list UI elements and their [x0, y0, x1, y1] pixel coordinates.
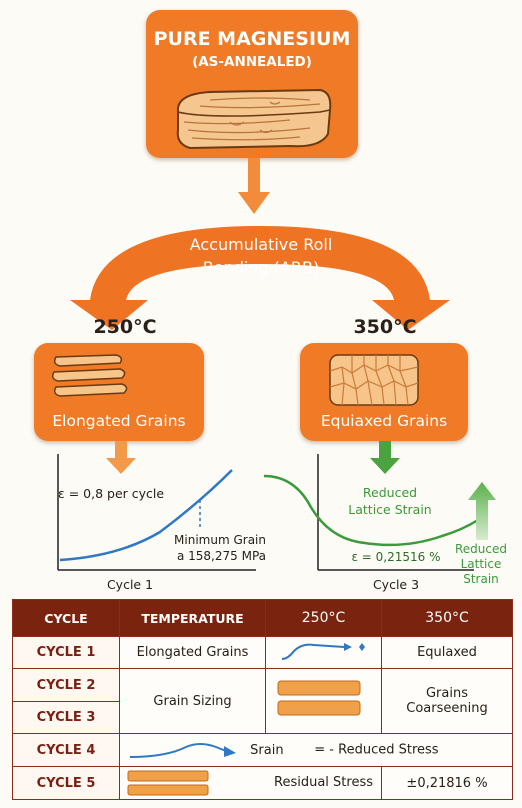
left-strain-plot [57, 454, 256, 571]
down-arrow-icon [238, 158, 270, 214]
row2-350-line1: Grains [425, 686, 468, 701]
blue-wave-arrow-icon [129, 743, 236, 758]
elongated-layers-icon [51, 354, 128, 397]
blue-curve-arrow-icon [281, 642, 365, 660]
right-strain-plot [263, 454, 479, 571]
elongated-grains-box: Elongated Grains [34, 343, 204, 441]
row3-strain: Srain [250, 742, 284, 758]
row4-value: ±0,21816 % [381, 766, 513, 800]
cycle-5-label: CYCLE 5 [12, 766, 120, 800]
table-row: CYCLE 4 Srain = - Reduced Stress [12, 733, 513, 767]
row2-250-bars [265, 668, 382, 734]
summary-table: CYCLE TEMPERATURE 250°C 350°C CYCLE 1 El… [12, 599, 513, 800]
min-grain-line1: Minimum Grain [174, 533, 266, 547]
top-box-subtitle: (AS-ANNEALED) [192, 54, 312, 70]
elongated-grains-label: Elongated Grains [52, 412, 186, 430]
side-reduced-line2: Lattice [460, 557, 502, 571]
reduced-strain-line1: Reduced [362, 485, 418, 500]
temp-350-label: 350°C [353, 316, 417, 338]
row1-350: Equlaxed [381, 636, 513, 669]
arb-split-arrow [70, 226, 450, 330]
row4-residual: Residual Stress [274, 775, 373, 790]
header-cycle: CYCLE [12, 599, 120, 637]
table-header-row: CYCLE TEMPERATURE 250°C 350°C [12, 599, 513, 637]
cycle-4-label: CYCLE 4 [12, 733, 120, 767]
left-x-label: Cycle 1 [106, 577, 154, 592]
equiaxed-grains-label: Equiaxed Grains [320, 412, 448, 430]
cycle-1-label: CYCLE 1 [12, 636, 120, 669]
orange-bars-icon [277, 680, 360, 716]
min-grain-line2: a 158,275 MPa [176, 549, 266, 563]
reduced-strain-line2: Lattice Strain [348, 502, 432, 517]
side-reduced-line3: Strain [463, 572, 499, 586]
right-x-label: Cycle 3 [372, 577, 420, 592]
equiaxed-grains-box: Equiaxed Grains [300, 343, 468, 441]
right-down-arrow-icon [370, 441, 400, 474]
cycle-3-label: CYCLE 3 [12, 701, 120, 734]
pure-magnesium-box: PURE MAGNESIUM (AS-ANNEALED) [146, 10, 358, 158]
temp-250-label: 250°C [93, 316, 157, 338]
right-strain-value: ε = 0,21516 % [351, 550, 441, 564]
header-temperature: TEMPERATURE [119, 599, 266, 637]
equiaxed-grains-icon [329, 354, 419, 406]
row2-temperature: Grain Sizing [119, 668, 266, 734]
header-250: 250°C [265, 599, 382, 637]
table-row: CYCLE 1 Elongated Grains Equlaxed [12, 636, 513, 669]
row4-residual-cell: Residual Stress [119, 766, 382, 800]
cycle-2-label: CYCLE 2 [12, 668, 120, 702]
row1-250-curve [265, 636, 382, 669]
header-350: 350°C [381, 599, 513, 637]
arb-line1: Accumulative Roll [189, 235, 333, 254]
table-row: CYCLE 2 Grain Sizing Grains Coarseening [12, 668, 513, 734]
row2-350: Grains Coarseening [381, 668, 513, 734]
left-down-arrow-icon [106, 441, 136, 474]
magnesium-block-icon [176, 88, 332, 150]
side-reduced-line1: Reduced [454, 542, 507, 556]
arb-line2: Bonding (ARB) [202, 258, 320, 277]
orange-bars-small-icon [127, 770, 209, 796]
top-box-title: PURE MAGNESIUM [153, 28, 351, 50]
up-arrow-icon [468, 482, 496, 540]
row1-temperature: Elongated Grains [119, 636, 266, 669]
row3-reduced: = - Reduced Stress [314, 742, 439, 758]
row3-strain-cell: Srain = - Reduced Stress [119, 733, 513, 767]
table-row: CYCLE 3 [12, 701, 513, 734]
row2-350-line2: Coarseening [406, 701, 488, 716]
left-strain-label: ε = 0,8 per cycle [58, 486, 165, 501]
table-row: CYCLE 5 Residual Stress ±0,21816 % [12, 766, 513, 800]
